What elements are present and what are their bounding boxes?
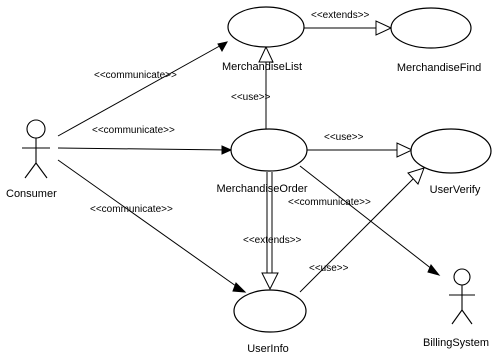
use-case-merchandise-find [390,7,472,49]
actor-billing-figure [449,268,475,325]
use-userinfo-verify-label: <<use>> [309,263,349,274]
merchandise-find-label: MerchandiseFind [397,62,481,74]
use-case-user-info [233,289,307,333]
communicate-userinfo-label: <<communicate>> [90,204,173,215]
merchandise-order-label: MerchandiseOrder [216,183,307,195]
use-case-merchandise-order [230,128,308,172]
use-userinfo-verify [299,167,425,293]
merchandise-list-label: MerchandiseList [222,61,302,73]
extends-find-label: <<extends>> [311,10,370,21]
extends-order-userinfo [261,172,279,291]
communicate-order-label: <<communicate>> [92,125,175,136]
extends-userinfo-label: <<extends>> [243,235,302,246]
user-info-label: UserInfo [247,343,289,355]
association-consumer-userinfo [57,159,247,293]
user-verify-label: UserVerify [430,184,481,196]
extends-list-find [304,20,393,36]
actor-consumer-label: Consumer [6,188,57,200]
use-order-verify [306,142,414,158]
actor-consumer-figure [22,119,50,179]
use-verify-label: <<use>> [324,132,364,143]
communicate-list-label: <<communicate>> [94,70,177,81]
association-consumer-list [57,41,228,137]
use-order-list [258,45,274,130]
use-case-merchandise-list [227,6,305,48]
association-order-billing [299,165,441,276]
association-consumer-order [57,145,233,155]
use-list-label: <<use>> [231,92,271,103]
use-case-user-verify [410,128,492,174]
communicate-billing-label: <<communicate>> [288,197,371,208]
actor-billing-label: BillingSystem [423,337,489,349]
